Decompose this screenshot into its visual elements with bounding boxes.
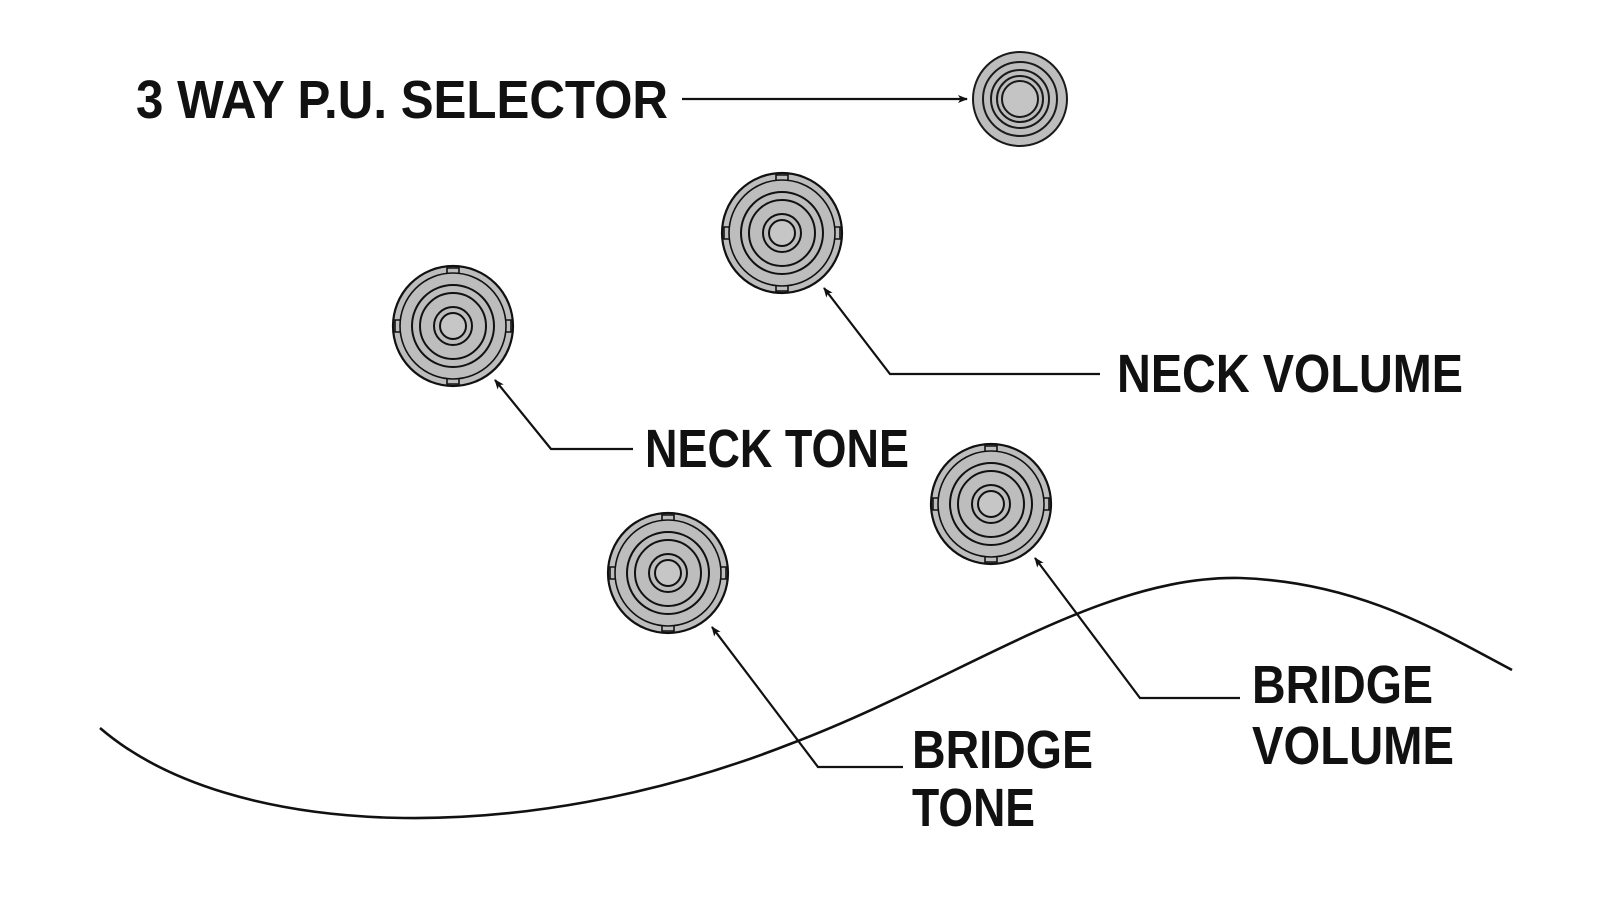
- bridge-tone-label-line-2: TONE: [912, 778, 1035, 838]
- bridge-volume-knob[interactable]: [929, 442, 1053, 566]
- pickup-selector-label: 3 WAY P.U. SELECTOR: [136, 70, 668, 130]
- bridge-volume-leader: [1034, 557, 1240, 700]
- bridge-tone-knob[interactable]: [606, 511, 730, 635]
- neck-volume-label: NECK VOLUME: [1117, 344, 1463, 404]
- bridge-volume-label-line-1: BRIDGE: [1252, 655, 1433, 715]
- bridge-tone-leader: [711, 626, 903, 769]
- pickup-selector-switch[interactable]: [972, 51, 1068, 147]
- bridge-tone-label-line-1: BRIDGE: [912, 720, 1093, 780]
- neck-volume-leader: [823, 287, 1100, 376]
- bridge-volume-label-line-2: VOLUME: [1252, 716, 1454, 776]
- guitar-body-edge: [99, 576, 1513, 820]
- neck-volume-knob[interactable]: [720, 171, 844, 295]
- neck-tone-leader: [494, 379, 633, 451]
- neck-tone-label: NECK TONE: [645, 419, 909, 479]
- neck-tone-knob[interactable]: [391, 264, 515, 388]
